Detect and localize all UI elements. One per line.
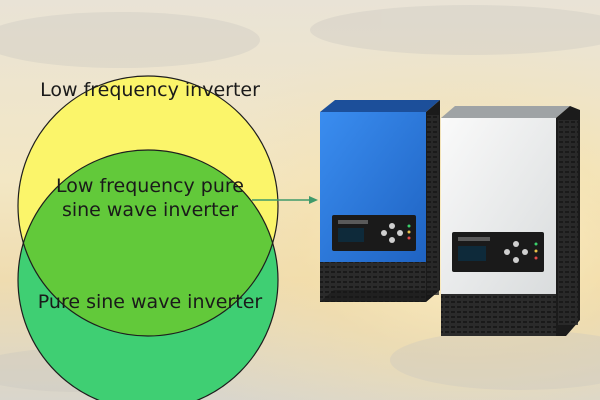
low-frequency-outline	[17, 75, 279, 337]
pure-sine-outline	[17, 149, 279, 400]
white-inverter-icon	[441, 106, 580, 336]
pure-sine-wave-inverter-label: Pure sine wave inverter	[37, 291, 263, 313]
arrow-right-icon	[252, 196, 318, 204]
low-frequency-inverter-label: Low frequency inverter	[40, 79, 260, 101]
overlap-label-line-1: Low frequency pure	[56, 175, 244, 197]
overlap-label: Low frequency pure sine wave inverter	[20, 174, 280, 222]
overlap-label-line-2: sine wave inverter	[61, 199, 239, 221]
overlap-region	[18, 150, 278, 336]
blue-inverter-icon	[320, 100, 440, 302]
